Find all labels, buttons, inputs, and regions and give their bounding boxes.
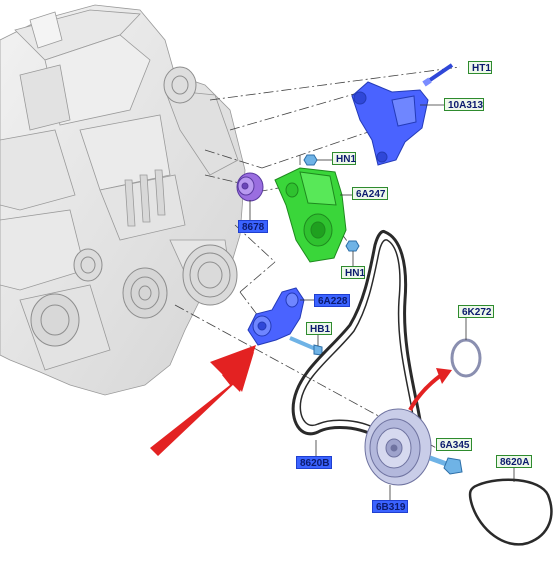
- label-6a247: 6A247: [352, 187, 388, 200]
- label-hb1: HB1: [306, 322, 332, 335]
- label-hn1-bottom: HN1: [341, 266, 365, 279]
- label-6b319: 6B319: [372, 500, 408, 513]
- bolt-ht1: [422, 63, 454, 87]
- crank-pulley-6b319: [364, 408, 432, 486]
- belt-8620a: [468, 478, 553, 546]
- nut-hn1-bottom: [345, 240, 360, 252]
- bolt-hb1: [289, 336, 323, 356]
- bracket-10a313: [351, 81, 429, 166]
- red-pointer-arrow: [150, 345, 256, 456]
- label-6a228: 6A228: [314, 294, 350, 307]
- label-8620b: 8620B: [296, 456, 332, 469]
- red-curved-arrow: [408, 368, 452, 411]
- pulley-8678: [236, 172, 264, 202]
- label-6k272: 6K272: [458, 305, 494, 318]
- alternator-6a247: [274, 167, 347, 263]
- crank-bolt-6a345: [429, 455, 463, 475]
- label-8620a: 8620A: [496, 455, 532, 468]
- belt-8620b: [291, 230, 423, 449]
- tensioner-6a228: [247, 287, 305, 346]
- nut-hn1-top: [303, 154, 318, 166]
- label-hn1-top: HN1: [332, 152, 356, 165]
- label-8678: 8678: [238, 220, 268, 233]
- label-6a345: 6A345: [436, 438, 472, 451]
- seal-ring-6k272: [450, 338, 482, 378]
- label-10a313: 10A313: [444, 98, 484, 111]
- engine-pulleys: [30, 66, 238, 347]
- label-connectors: [249, 104, 515, 500]
- label-ht1: HT1: [468, 61, 492, 74]
